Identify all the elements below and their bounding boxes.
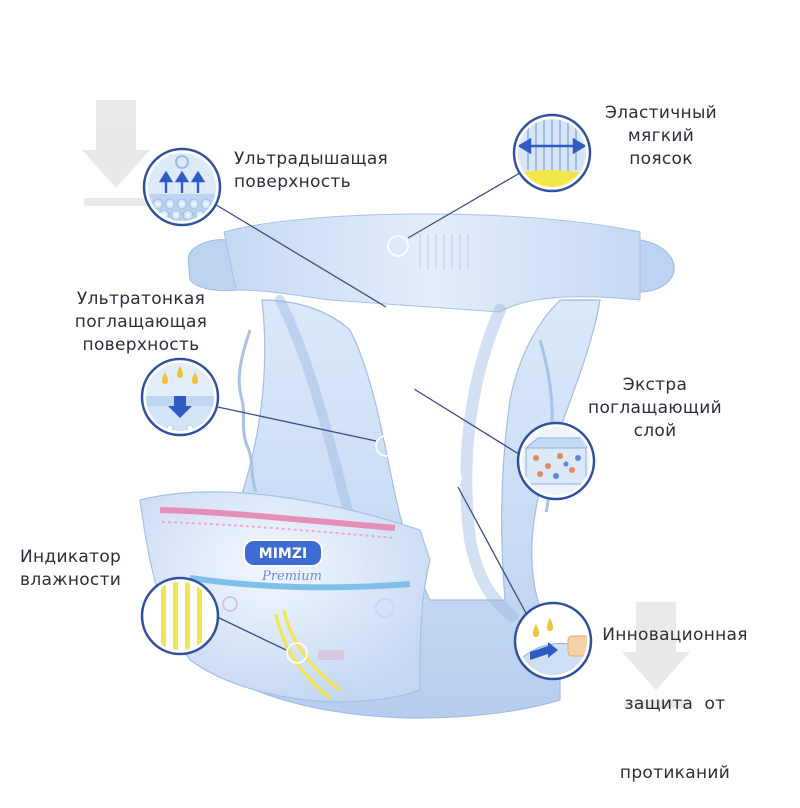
- hotspot-leak-guard: [440, 467, 462, 489]
- label-leak-guard: Инновационная защита от протиканий: [580, 578, 770, 808]
- hotspot-wetness: [286, 642, 308, 664]
- watermark-arrow-right: [622, 602, 690, 708]
- label-line: поясок: [629, 149, 693, 169]
- label-line: Ультрадышащая: [234, 149, 389, 169]
- watermark-arrow-left: [82, 100, 150, 206]
- hotspot-thin-absorbent: [375, 435, 397, 457]
- callout-wetness-icon: [140, 576, 220, 656]
- callout-leak-guard-icon: [513, 601, 593, 681]
- label-elastic-waistband: Эластичный мягкий поясок: [586, 102, 736, 171]
- callout-waistband-icon: [512, 113, 592, 193]
- label-line: поглащающий: [588, 398, 722, 418]
- label-line: протиканий: [619, 763, 731, 783]
- label-line: поверхность: [82, 335, 200, 355]
- diaper: MIMZI Premium: [139, 213, 675, 719]
- label-line: Инновационная: [602, 625, 748, 645]
- label-line: поглащающая: [74, 312, 208, 332]
- label-line: Индикатор: [20, 547, 122, 567]
- hotspot-markers: [286, 235, 462, 664]
- label-extra-absorbent-layer: Экстра поглащающий слой: [570, 374, 740, 443]
- label-line: влажности: [20, 570, 122, 590]
- hotspot-waistband: [387, 235, 409, 257]
- callout-extra-layer-icon: [516, 421, 596, 501]
- label-line: защита от: [624, 694, 726, 714]
- brand-logo: MIMZI: [259, 546, 307, 562]
- label-wetness-indicator: Индикатор влажности: [20, 546, 121, 592]
- callout-breathable-icon: [142, 147, 222, 227]
- label-line: Ультратонкая: [76, 289, 206, 309]
- label-line: поверхность: [234, 172, 351, 192]
- label-ultrathin-absorbent: Ультратонкая поглащающая поверхность: [46, 288, 236, 357]
- label-line: слой: [633, 421, 677, 441]
- label-line: мягкий: [627, 126, 695, 146]
- callout-thin-absorbent-icon: [140, 357, 220, 437]
- label-line: Экстра: [622, 375, 688, 395]
- hotspot-extra-layer: [394, 373, 416, 395]
- label-breathable-surface: Ультрадышащая поверхность: [234, 148, 388, 194]
- label-line: Эластичный: [604, 103, 718, 123]
- connector-lines: [212, 169, 528, 651]
- hotspot-breathable: [385, 307, 407, 329]
- brand-line: Premium: [261, 569, 322, 584]
